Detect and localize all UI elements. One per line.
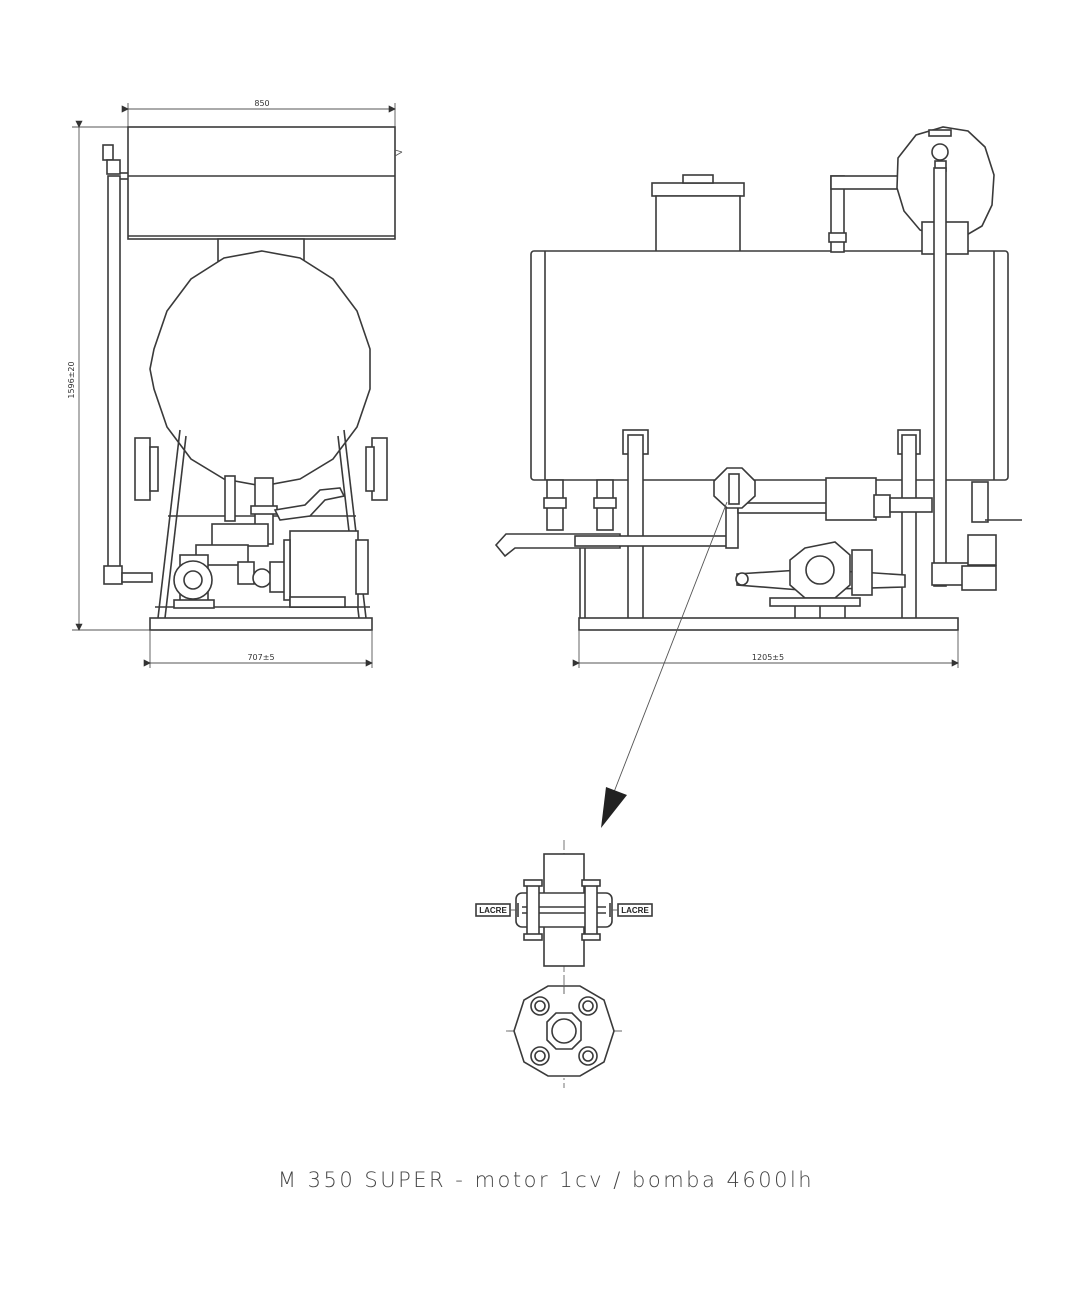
- detail-leader-arrow: [601, 501, 728, 828]
- seal-label-right: LACRE: [621, 906, 649, 915]
- front-level-pipe: [102, 144, 153, 585]
- front-top-reservoir: [127, 126, 396, 240]
- front-view: 850 1596±20: [67, 99, 403, 668]
- dimension-label-side-base: 1205±5: [752, 653, 784, 662]
- seal-label-left: LACRE: [479, 906, 507, 915]
- front-left-flange: [134, 437, 159, 501]
- flange-bolt-holes: [530, 996, 598, 1066]
- side-main-tank: [530, 250, 1009, 481]
- flange-detail-section: LACRE LACRE: [475, 840, 653, 972]
- front-pump-motor-assembly: [173, 475, 369, 609]
- seal-tag-right: LACRE: [611, 903, 653, 917]
- dimension-height: 1596±20: [67, 120, 150, 631]
- dimension-label-front-base: 707±5: [247, 653, 274, 662]
- front-base-plate: [149, 617, 373, 631]
- side-pump: [735, 541, 906, 618]
- front-boiler-shell: [149, 250, 371, 487]
- dimension-top-width: 850: [121, 99, 396, 127]
- side-view: 1205±5: [494, 126, 1022, 828]
- dimension-side-base: 1205±5: [572, 630, 959, 668]
- side-legs: [579, 429, 921, 620]
- seal-tag-left: LACRE: [475, 903, 517, 917]
- front-right-flange: [365, 437, 388, 501]
- drawing-caption: M 350 SUPER - motor 1cv / bomba 4600lh: [277, 1168, 815, 1192]
- side-level-column: [933, 167, 947, 587]
- dimension-front-base: 707±5: [143, 630, 373, 668]
- side-manhole: [651, 174, 745, 258]
- dimension-label-height: 1596±20: [67, 361, 76, 398]
- side-base-plate: [578, 617, 959, 631]
- dimension-label-top-width: 850: [254, 99, 269, 108]
- flange-detail-face: [506, 975, 622, 1088]
